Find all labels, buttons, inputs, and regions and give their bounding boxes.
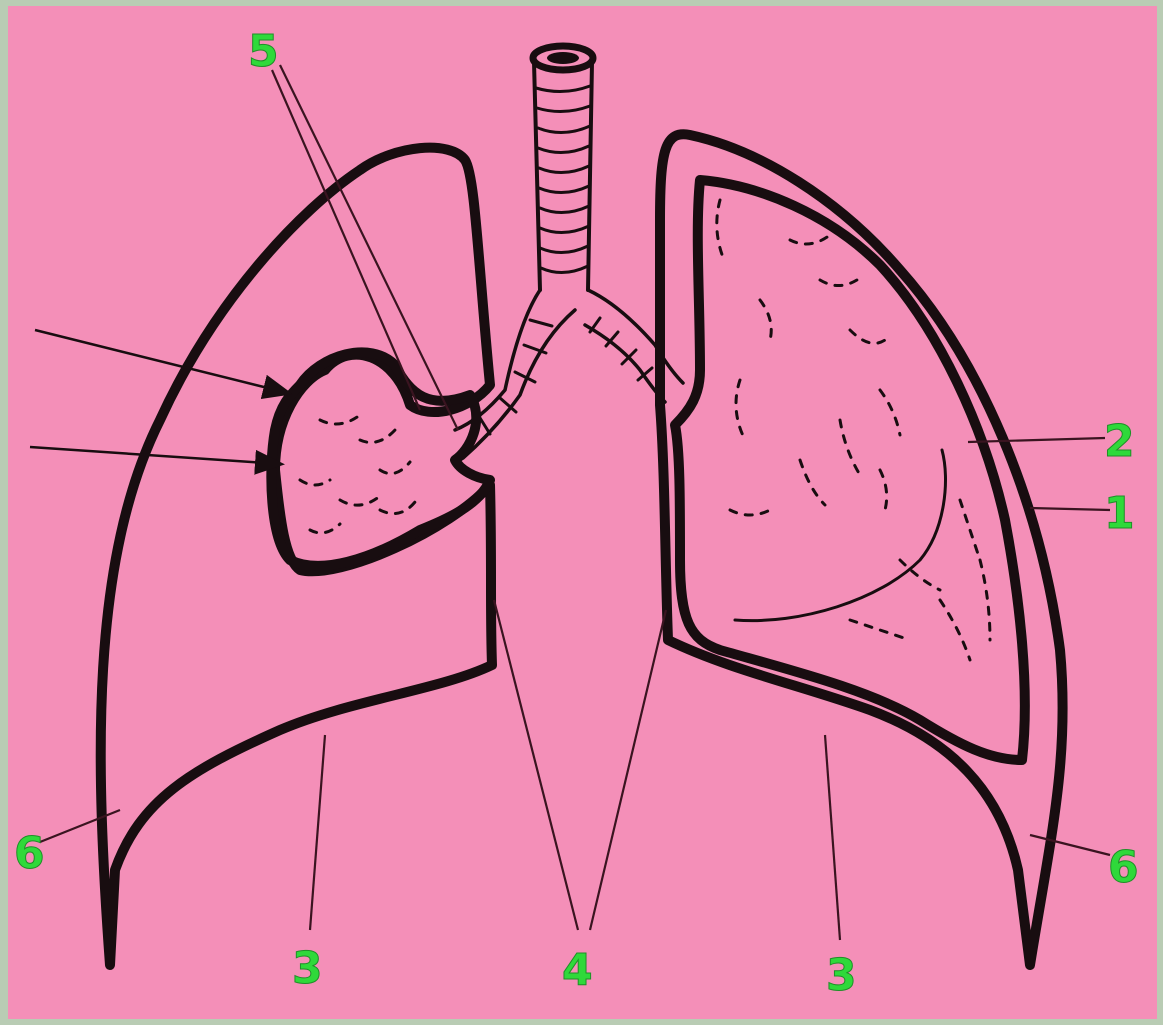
label-3-right: 3	[826, 950, 857, 1001]
left-lung-pleura	[101, 148, 492, 965]
pointer-4a	[494, 600, 578, 930]
trachea	[533, 46, 593, 290]
arrow-lower	[30, 447, 280, 464]
label-4: 4	[562, 945, 593, 996]
pointer-3-right	[825, 735, 840, 940]
right-lung-texture	[717, 200, 990, 660]
pointer-1	[1030, 508, 1110, 510]
pointer-4b	[590, 610, 666, 930]
pointer-3-left	[310, 735, 325, 930]
label-1: 1	[1104, 488, 1135, 539]
pointer-2	[968, 438, 1105, 442]
pointer-lines	[30, 65, 1110, 940]
label-6-left: 6	[14, 828, 45, 879]
pointer-6-left	[40, 810, 120, 842]
arrow-upper	[35, 330, 288, 393]
right-inner-lung	[675, 180, 1025, 760]
label-2: 2	[1104, 416, 1135, 467]
right-lung-pleura	[660, 134, 1063, 965]
label-3-left: 3	[292, 943, 323, 994]
left-lung-texture	[300, 415, 415, 533]
label-5: 5	[248, 26, 279, 77]
right-lung-fluid-line	[735, 450, 946, 621]
label-6-right: 6	[1108, 842, 1139, 893]
pointer-6-right	[1030, 835, 1110, 855]
left-collapsed-lung	[271, 352, 490, 566]
labels: 5 2 1 6 6 3 3 4	[14, 26, 1139, 1001]
